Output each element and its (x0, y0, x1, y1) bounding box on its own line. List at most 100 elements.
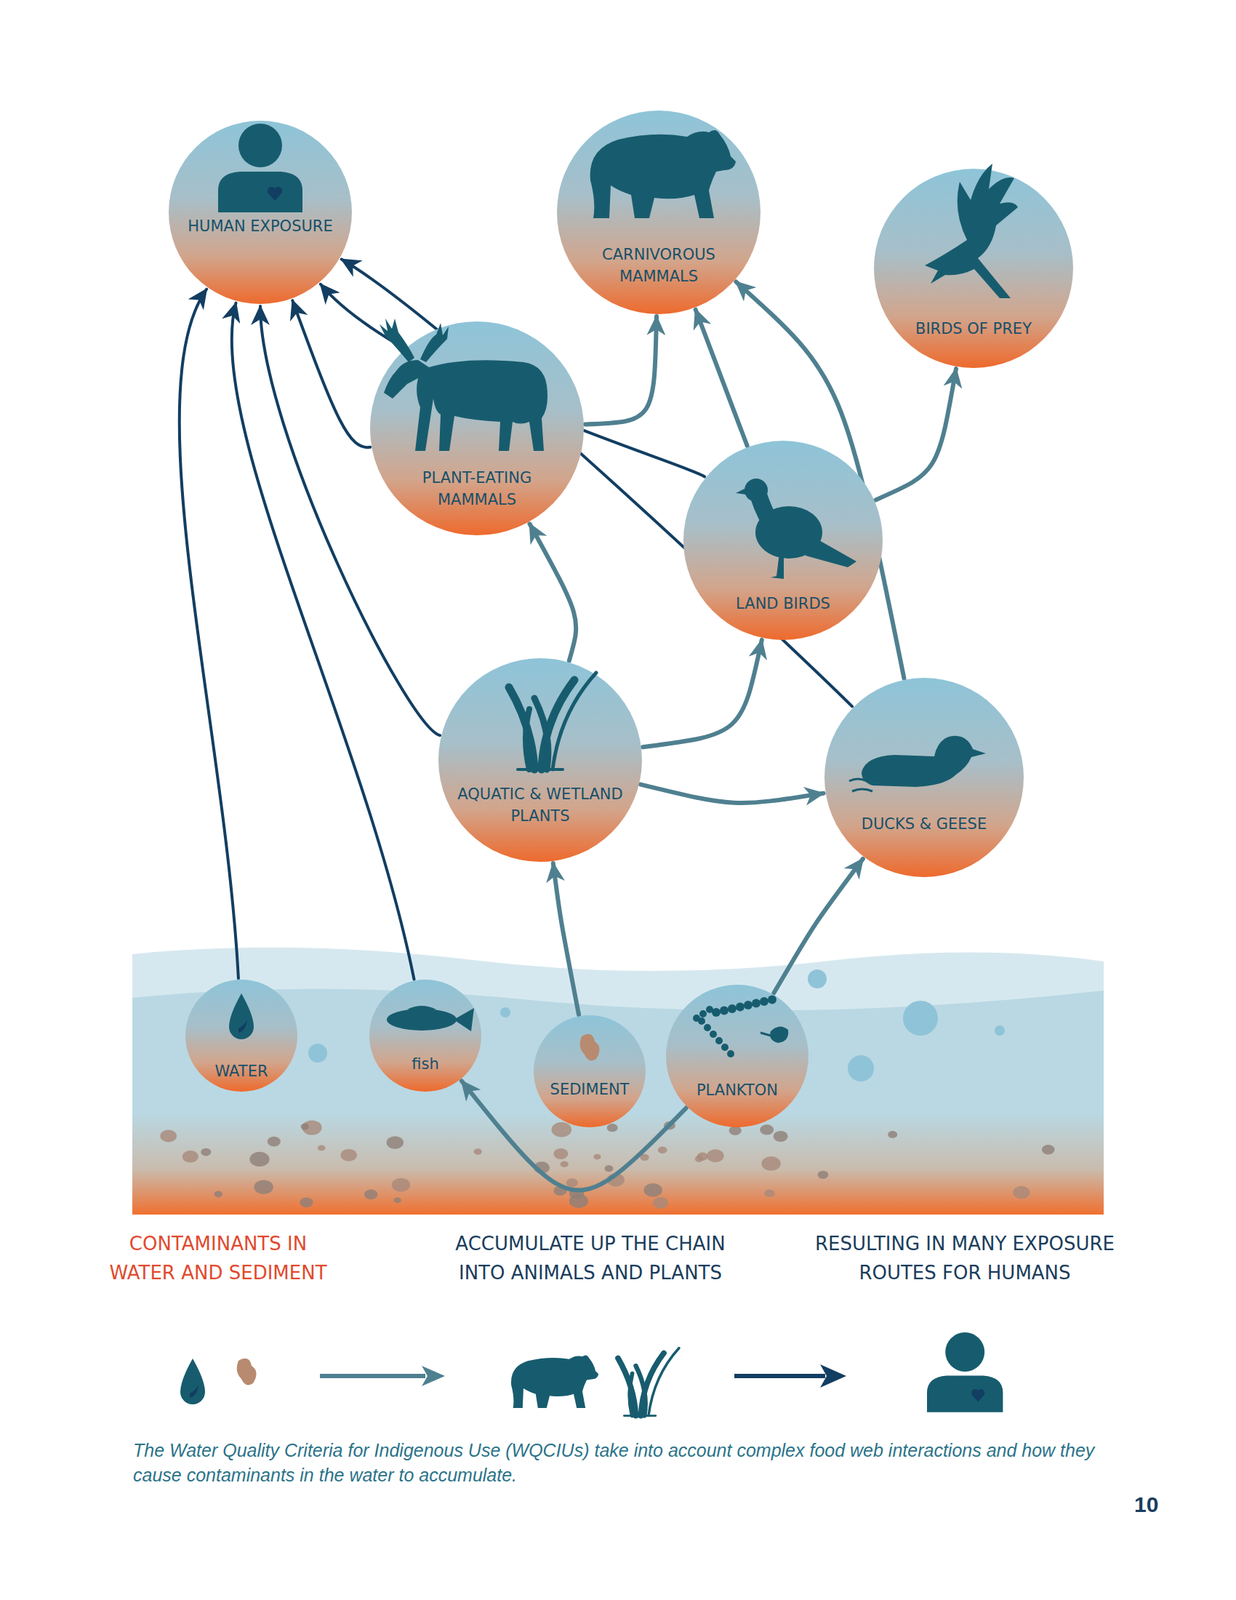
node-label-group: PLANT-EATING MAMMALS (393, 466, 560, 512)
node-label: CARNIVOROUS MAMMALS (579, 243, 738, 288)
flow-step-label: ACCUMULATE UP THE CHAIN INTO ANIMALS AND… (430, 1228, 751, 1288)
pebble (607, 1172, 625, 1186)
pebble (474, 1148, 483, 1155)
food-web-circle: DUCKS & GEESE (824, 677, 1024, 877)
pebble (159, 1129, 177, 1143)
pebble (761, 1156, 781, 1171)
riverbed (132, 1112, 1104, 1215)
pebble (604, 1164, 614, 1172)
food-web-circle: BIRDS OF PREY (873, 168, 1074, 368)
food-web-circle: HUMAN EXPOSURE (168, 120, 352, 304)
pebble (554, 1148, 569, 1159)
food-web-circle: WATER (185, 979, 298, 1092)
food-web-circle: fish (369, 979, 482, 1092)
node-label: HUMAN EXPOSURE (179, 215, 341, 238)
pebble (200, 1148, 211, 1157)
food-web-arrow (773, 858, 864, 994)
node-label: DUCKS & GEESE (840, 812, 1008, 835)
page-number: 10 (1134, 1491, 1159, 1517)
node-label-group: DUCKS & GEESE (840, 812, 1008, 835)
pebble (817, 1170, 829, 1179)
pebble (569, 1193, 589, 1208)
node-label-group: fish (373, 1052, 477, 1075)
node-label: BIRDS OF PREY (887, 317, 1060, 340)
flow-arrowhead (820, 1363, 847, 1388)
pebble (593, 1153, 601, 1160)
pebble (391, 1177, 411, 1192)
node-label-group: CARNIVOROUS MAMMALS (579, 243, 738, 288)
pebble (533, 1161, 550, 1174)
food-web-arrow (875, 368, 957, 501)
node-label: SEDIMENT (535, 1078, 644, 1101)
food-web-circle: PLANT-EATING MAMMALS (370, 321, 584, 536)
pebble (300, 1197, 314, 1208)
pebble (394, 1196, 402, 1203)
wetland-plant-icon (618, 1347, 680, 1416)
person-icon (927, 1331, 1003, 1412)
pebble (887, 1130, 898, 1138)
flow-step-label: CONTAMINANTS IN WATER AND SEDIMENT (98, 1228, 339, 1288)
node-label: WATER (189, 1060, 294, 1082)
sediment-icon (237, 1358, 257, 1386)
node-label-group: PLANKTON (673, 1078, 802, 1101)
node-label-group: AQUATIC & WETLAND PLANTS (452, 783, 629, 828)
pebble (214, 1190, 223, 1198)
pebbles (159, 1119, 1055, 1209)
pebble (566, 1177, 579, 1187)
pebble (551, 1121, 573, 1138)
node-label-group: LAND BIRDS (701, 592, 866, 615)
flow-step-label: RESULTING IN MANY EXPOSURE ROUTES FOR HU… (783, 1228, 1147, 1288)
pebble (652, 1196, 669, 1209)
food-web-arrow (179, 289, 239, 978)
pebble (759, 1124, 774, 1135)
node-label: fish (373, 1052, 477, 1075)
bear-icon (511, 1354, 599, 1408)
flow-arrow (734, 1373, 826, 1378)
flow-arrow (319, 1373, 426, 1378)
pebble (301, 1123, 309, 1130)
food-web-circle: CARNIVOROUS MAMMALS (556, 110, 761, 315)
food-web-circle: PLANKTON (665, 984, 809, 1127)
pebble (302, 1119, 323, 1135)
pebble (644, 1182, 663, 1197)
pebble (697, 1152, 709, 1161)
pebble (657, 1146, 668, 1154)
pebble (1012, 1185, 1030, 1199)
node-label-group: SEDIMENT (535, 1078, 644, 1101)
pebble (340, 1148, 357, 1162)
water-drop-icon (180, 1358, 206, 1404)
food-web-arrow (530, 523, 577, 661)
food-web-arrow (553, 863, 579, 1015)
food-web-circle: SEDIMENT (533, 1014, 646, 1127)
food-web-circle: AQUATIC & WETLAND PLANTS (438, 657, 642, 862)
pebble (560, 1160, 569, 1167)
food-web-arrow (585, 316, 657, 425)
food-web-arrow (640, 784, 824, 803)
node-label: LAND BIRDS (701, 592, 866, 615)
pebble (663, 1121, 676, 1130)
food-web-arrow (642, 639, 762, 747)
node-label-group: HUMAN EXPOSURE (179, 215, 341, 238)
food-web-arrow (695, 309, 748, 446)
pebble (317, 1145, 326, 1151)
caption: The Water Quality Criteria for Indigenou… (133, 1438, 1108, 1488)
pebble (1041, 1144, 1055, 1154)
pebble (553, 1185, 567, 1196)
water-surface (132, 947, 1104, 1215)
pebble (569, 1187, 585, 1199)
food-web-arrow (292, 300, 371, 448)
node-label: PLANT-EATING MAMMALS (393, 466, 560, 512)
node-label: AQUATIC & WETLAND PLANTS (452, 783, 629, 828)
flow-arrowhead (421, 1365, 445, 1386)
pebble (249, 1151, 270, 1167)
pebble (764, 1188, 775, 1197)
pebble (386, 1135, 404, 1149)
node-label-group: BIRDS OF PREY (887, 317, 1060, 340)
pebble (706, 1148, 725, 1162)
pebble (695, 1155, 704, 1162)
pebble (364, 1188, 378, 1199)
pebble (267, 1136, 281, 1147)
pebble (773, 1130, 789, 1142)
food-web-circle: LAND BIRDS (683, 440, 883, 640)
pebble (182, 1150, 199, 1163)
